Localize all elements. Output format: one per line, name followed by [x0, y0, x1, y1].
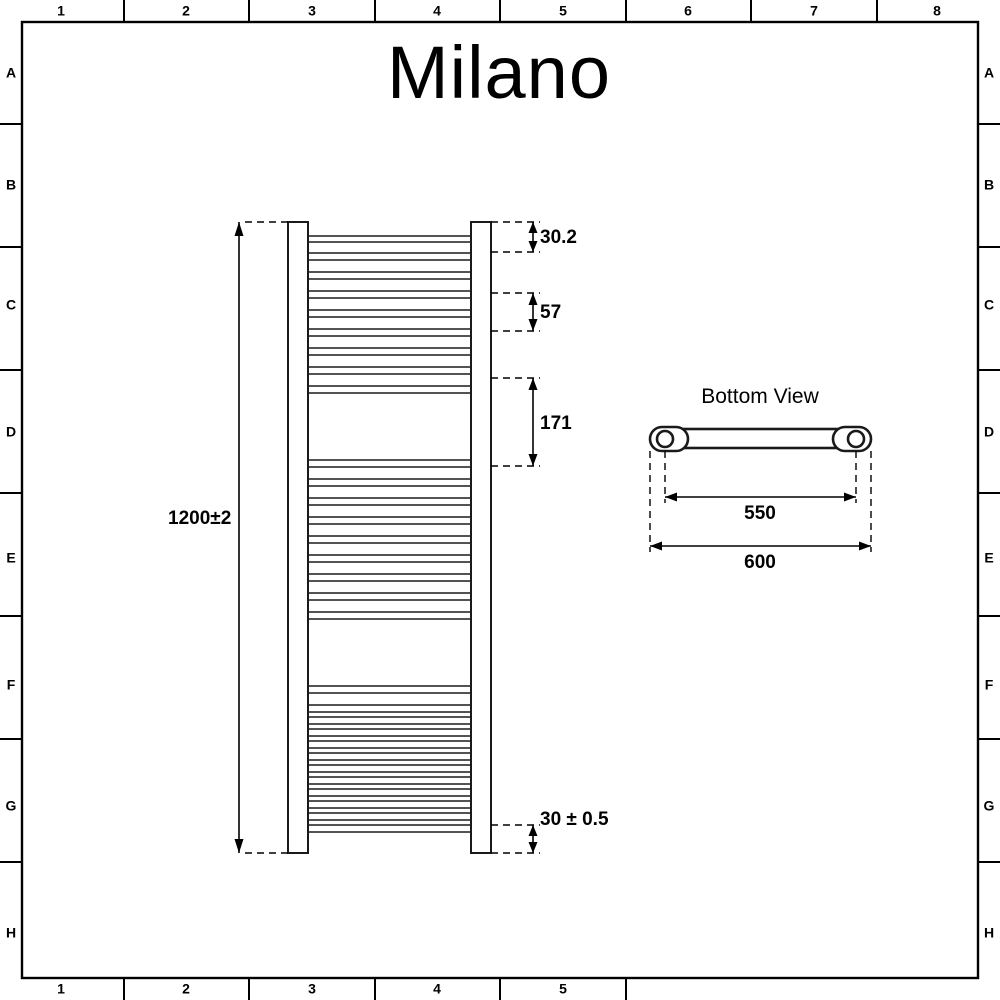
dimension-label-550: 550 — [744, 503, 776, 524]
zone-label-right-d: D — [984, 424, 994, 440]
zone-label-top-5: 5 — [559, 3, 567, 19]
dimension-overall-width: 600 — [649, 451, 872, 573]
zone-label-top-6: 6 — [684, 3, 692, 19]
dimension-label-600: 600 — [744, 552, 776, 573]
side-post-right — [470, 221, 492, 854]
zone-label-right-a: A — [984, 65, 994, 81]
end-fitting-left — [648, 425, 690, 453]
zone-label-right-g: G — [984, 798, 995, 814]
bottom-view-title: Bottom View — [701, 385, 819, 408]
zone-label-left-a: A — [6, 65, 16, 81]
zone-label-left-f: F — [7, 677, 16, 693]
zone-label-bottom-3: 3 — [308, 981, 316, 997]
zone-label-bottom-2: 2 — [182, 981, 190, 997]
dimension-label-171: 171 — [540, 413, 572, 434]
end-fitting-right — [831, 425, 873, 453]
zone-label-left-h: H — [6, 925, 16, 941]
zone-label-left-c: C — [6, 297, 16, 313]
dimension-rung-pitch: 57 — [491, 292, 561, 332]
zone-strip-bottom: 1 2 3 4 5 — [57, 978, 627, 1000]
brand-title: Milano — [387, 31, 611, 114]
dimension-centre-to-centre: 550 — [664, 451, 857, 524]
zone-label-top-3: 3 — [308, 3, 316, 19]
zone-label-left-e: E — [6, 550, 15, 566]
zone-label-top-4: 4 — [433, 3, 441, 19]
zone-label-bottom-1: 1 — [57, 981, 65, 997]
heated-towel-rail-front-view — [287, 221, 492, 854]
zone-strip-right: A B C D E F G H — [978, 65, 1000, 941]
zone-label-right-c: C — [984, 297, 994, 313]
zone-label-left-d: D — [6, 424, 16, 440]
dimension-overall-height: 1200±2 — [168, 221, 288, 854]
zone-label-right-f: F — [985, 677, 994, 693]
zone-label-right-b: B — [984, 177, 994, 193]
zone-label-top-8: 8 — [933, 3, 941, 19]
zone-label-left-b: B — [6, 177, 16, 193]
dimension-wide-gap: 171 — [491, 377, 572, 467]
zone-strip-left: A B C D E F G H — [0, 65, 22, 941]
dimension-top-rung-gap: 30.2 — [491, 221, 577, 253]
dimension-label-57: 57 — [540, 302, 561, 323]
zone-label-right-h: H — [984, 925, 994, 941]
zone-label-right-e: E — [984, 550, 993, 566]
dimension-bottom-rung-gap: 30 ± 0.5 — [491, 809, 609, 854]
zone-label-bottom-4: 4 — [433, 981, 441, 997]
dimension-label-30-2: 30.2 — [540, 227, 577, 248]
rung-group — [307, 235, 472, 833]
sheet-border — [20, 20, 980, 980]
dimension-label-30-pm-0-5: 30 ± 0.5 — [540, 809, 609, 830]
zone-label-left-g: G — [6, 798, 17, 814]
bottom-view: Bottom View 550 — [648, 385, 873, 573]
zone-label-top-7: 7 — [810, 3, 818, 19]
zone-label-bottom-5: 5 — [559, 981, 567, 997]
zone-label-top-1: 1 — [57, 3, 65, 19]
zone-strip-top: 1 2 3 4 5 6 7 8 — [57, 0, 941, 22]
side-post-left — [287, 221, 309, 854]
zone-label-top-2: 2 — [182, 3, 190, 19]
bottom-view-bar — [670, 427, 850, 450]
dimension-label-overall-height: 1200±2 — [168, 508, 231, 529]
